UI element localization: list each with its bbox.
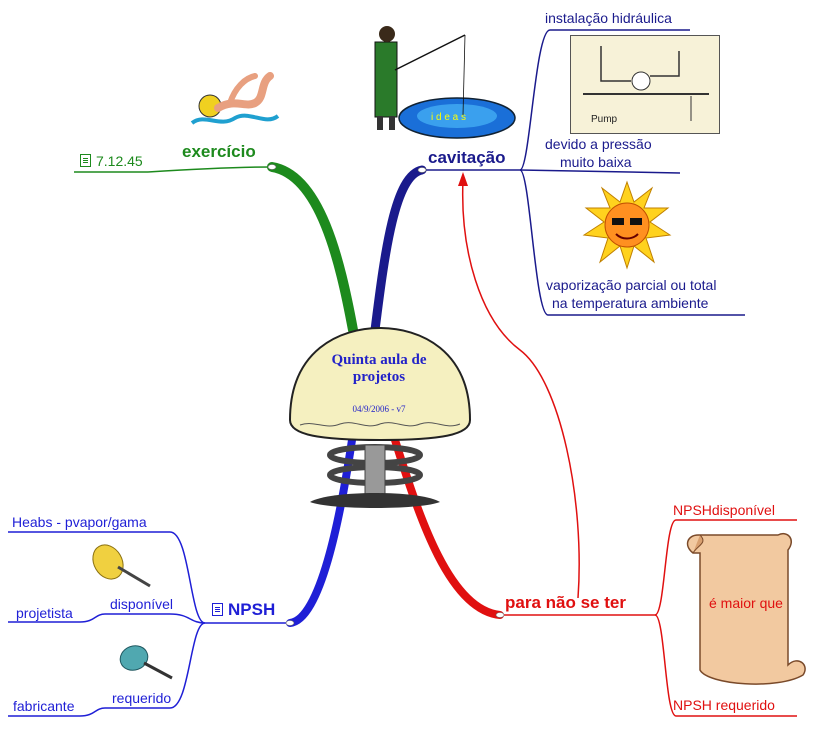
scroll-text-maior-que: é maior que: [709, 595, 783, 611]
document-icon: [80, 154, 91, 167]
subtopic-disponivel[interactable]: disponível: [110, 596, 174, 612]
subtopic-7-12-45[interactable]: 7.12.45: [80, 153, 143, 169]
subtopic-vaporizacao-line1[interactable]: vaporização parcial ou total: [546, 277, 717, 293]
sun-icon: [582, 180, 672, 270]
branch-exercicio-connector: [267, 162, 358, 335]
pump-caption: Pump: [591, 114, 618, 125]
subtopic-requerido[interactable]: requerido: [112, 690, 172, 706]
topic-para-nao-se-ter[interactable]: para não se ter: [505, 593, 626, 612]
pump-diagram-icon: Pump: [570, 35, 720, 134]
branch-cavitacao-connector: [370, 165, 427, 335]
subtopic-devido-pressao-line2[interactable]: muito baixa: [560, 154, 632, 170]
subtopic-devido-pressao-line1[interactable]: devido a pressão: [545, 136, 652, 152]
fisher-icon: i d e a s: [374, 26, 516, 139]
subtopic-fabricante[interactable]: fabricante: [13, 698, 75, 714]
subtopic-heabs[interactable]: Heabs - pvapor/gama: [12, 514, 147, 530]
central-topic-date: 04/9/2006 - v7: [352, 404, 406, 414]
subtopic-npsh-requerido[interactable]: NPSH requerido: [673, 697, 775, 713]
subtopic-projetista[interactable]: projetista: [16, 605, 73, 621]
subtopic-vaporizacao-line2[interactable]: na temperatura ambiente: [552, 295, 709, 311]
pond-ideas-text: i d e a s: [431, 112, 466, 123]
pushpin-teal-icon: [119, 645, 173, 680]
relationship-arrow: [461, 179, 580, 599]
subtopic-instalacao-hidraulica[interactable]: instalação hidráulica: [545, 10, 672, 26]
central-topic-title[interactable]: Quinta aula de projetos: [300, 352, 458, 386]
pushpin-yellow-icon: [92, 544, 151, 588]
document-icon: [212, 603, 223, 616]
scroll-icon: [686, 533, 806, 685]
central-title-line2: projetos: [352, 369, 406, 385]
swimmer-icon: [190, 72, 280, 125]
topic-cavitacao[interactable]: cavitação: [428, 148, 506, 167]
central-title-line1: Quinta aula de: [331, 352, 427, 368]
subtopic-npsh-disponivel[interactable]: NPSHdisponível: [673, 502, 775, 518]
topic-npsh[interactable]: NPSH: [212, 600, 275, 620]
topic-exercicio[interactable]: exercício: [182, 142, 256, 161]
mushroom-center-icon: [288, 326, 472, 508]
